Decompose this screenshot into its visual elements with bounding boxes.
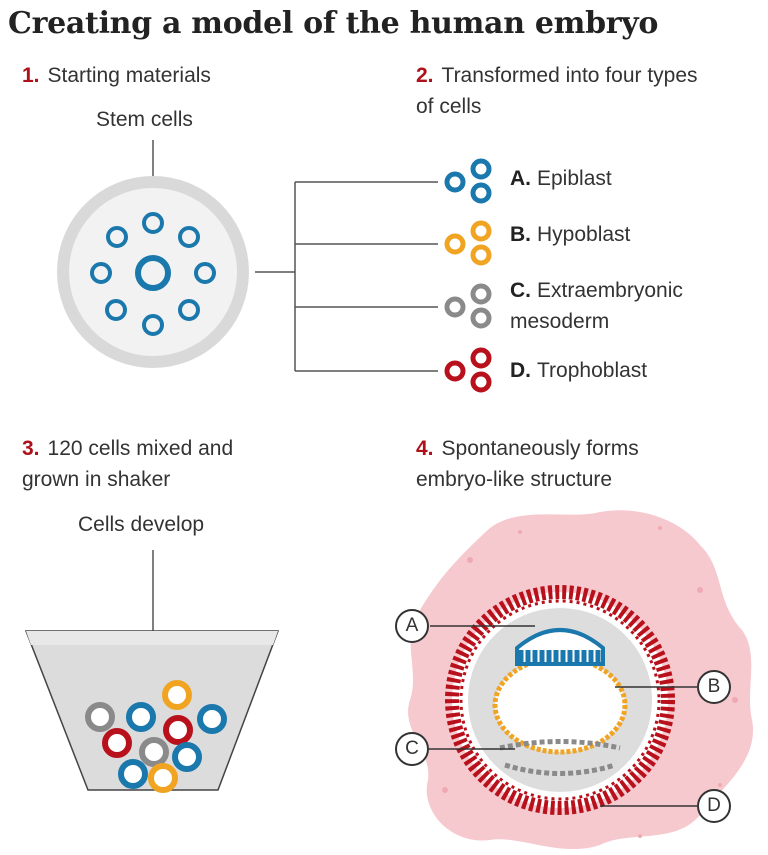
- step-2-heading: 2.Transformed into four types of cells: [416, 60, 706, 122]
- legend-trophoblast: D. Trophoblast: [510, 355, 647, 386]
- step-4-number: 4.: [416, 437, 434, 460]
- stem-cell-icons: [90, 212, 216, 336]
- step-2-number: 2.: [416, 64, 434, 87]
- stem-cells-label: Stem cells: [96, 108, 193, 131]
- legend-mesoderm-name: Extraembryonic mesoderm: [510, 279, 683, 333]
- page-title: Creating a model of the human embryo: [8, 6, 659, 41]
- mesoderm-cells-icon: [444, 283, 492, 329]
- mesoderm-layer-bottom: [504, 762, 616, 776]
- cells-develop-label: Cells develop: [78, 513, 205, 536]
- step-3-heading: 3.120 cells mixed and grown in shaker: [22, 433, 292, 495]
- embryo-structure: [408, 510, 754, 850]
- callout-b: B: [697, 670, 731, 704]
- callout-d: D: [697, 789, 731, 823]
- legend-hypoblast: B. Hypoblast: [510, 219, 630, 250]
- mixed-cells: [85, 680, 227, 793]
- step-4-heading: 4.Spontaneously forms embryo-like struct…: [416, 433, 716, 495]
- step-1-heading: 1. Starting materials: [22, 60, 322, 91]
- legend-epiblast-letter: A.: [510, 167, 531, 190]
- legend-trophoblast-name: Trophoblast: [537, 359, 648, 382]
- callout-c: C: [395, 732, 429, 766]
- legend-hypoblast-letter: B.: [510, 223, 531, 246]
- legend-epiblast: A. Epiblast: [510, 163, 612, 194]
- legend-trophoblast-letter: D.: [510, 359, 531, 382]
- step-1-text: Starting materials: [47, 64, 211, 87]
- hypoblast-cells-icon: [444, 220, 492, 266]
- step-1-number: 1.: [22, 64, 40, 87]
- step-3-number: 3.: [22, 437, 40, 460]
- stem-cell-dish: [57, 140, 249, 368]
- callout-lines: [429, 625, 697, 807]
- legend-hypoblast-name: Hypoblast: [537, 223, 631, 246]
- mesoderm-layer-top: [499, 739, 621, 751]
- callout-a: A: [395, 609, 429, 643]
- hypoblast-sac: [492, 655, 628, 755]
- epiblast-cells: [518, 650, 601, 662]
- tissue-speckles: [442, 526, 738, 838]
- step-2-text: Transformed into four types of cells: [416, 64, 698, 118]
- step-3-text: 120 cells mixed and grown in shaker: [22, 437, 234, 491]
- legend-epiblast-name: Epiblast: [537, 167, 612, 190]
- legend-mesoderm: C.Extraembryonic mesoderm: [510, 275, 740, 337]
- shaker-cup: [24, 550, 280, 793]
- step-4-text: Spontaneously forms embryo-like structur…: [416, 437, 639, 491]
- legend-mesoderm-letter: C.: [510, 279, 531, 302]
- bracket-connector: [255, 181, 438, 372]
- trophoblast-cells-icon: [444, 347, 492, 393]
- epiblast-cells-icon: [444, 158, 492, 204]
